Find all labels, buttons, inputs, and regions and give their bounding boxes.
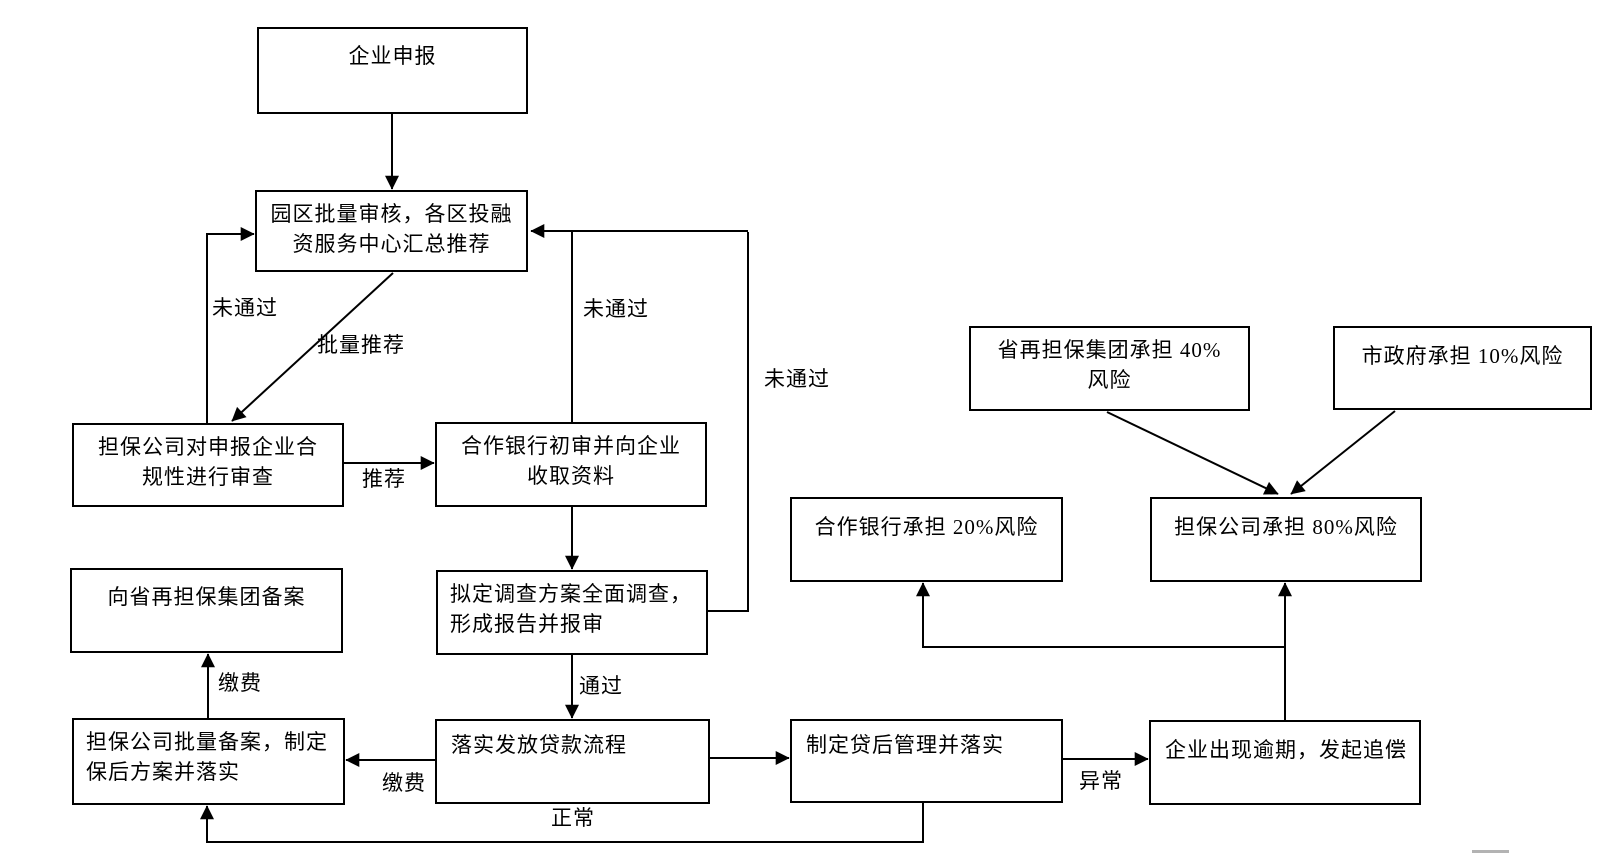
node-provincial-risk-40: 省再担保集团承担 40% 风险 xyxy=(969,326,1250,411)
edge-label-normal: 正常 xyxy=(551,806,595,830)
node-enterprise-overdue: 企业出现逾期，发起追偿 xyxy=(1149,720,1421,805)
node-bank-initial-review: 合作银行初审并向企业 收取资料 xyxy=(435,422,707,507)
node-guarantee-batch-record: 担保公司批量备案，制定 保后方案并落实 xyxy=(72,718,345,805)
edge-label-abnormal: 异常 xyxy=(1079,769,1123,793)
edge-city-risk xyxy=(1290,410,1396,495)
edge-label-fee-left: 缴费 xyxy=(382,771,426,795)
edge-label-not-pass-mid: 未通过 xyxy=(583,297,649,321)
node-guarantee-compliance-review: 担保公司对申报企业合 规性进行审查 xyxy=(72,423,344,507)
node-guarantee-risk-80: 担保公司承担 80%风险 xyxy=(1150,497,1422,582)
edge-label-not-pass-right: 未通过 xyxy=(764,367,830,391)
node-enterprise-apply: 企业申报 xyxy=(257,27,528,114)
node-park-batch-review: 园区批量审核，各区投融 资服务中心汇总推荐 xyxy=(255,190,528,272)
scrollbar-fragment xyxy=(1472,850,1509,853)
edge-batch-recommend xyxy=(231,272,394,422)
node-bank-risk-20: 合作银行承担 20%风险 xyxy=(790,497,1063,582)
edge-label-recommend: 推荐 xyxy=(362,467,406,491)
edge-label-batch-recommend: 批量推荐 xyxy=(317,333,405,357)
node-investigation-plan: 拟定调查方案全面调查， 形成报告并报审 xyxy=(436,570,708,655)
edge-label-pass: 通过 xyxy=(579,674,623,698)
node-post-loan-management: 制定贷后管理并落实 xyxy=(790,719,1063,803)
edge-label-not-pass-left: 未通过 xyxy=(212,296,278,320)
edge-provincial-risk xyxy=(1106,411,1279,495)
node-city-gov-risk-10: 市政府承担 10%风险 xyxy=(1333,326,1592,410)
node-loan-issuance: 落实发放贷款流程 xyxy=(435,719,710,804)
node-provincial-reguarantee-record: 向省再担保集团备案 xyxy=(70,568,343,653)
edge-label-fee-up: 缴费 xyxy=(218,671,262,695)
